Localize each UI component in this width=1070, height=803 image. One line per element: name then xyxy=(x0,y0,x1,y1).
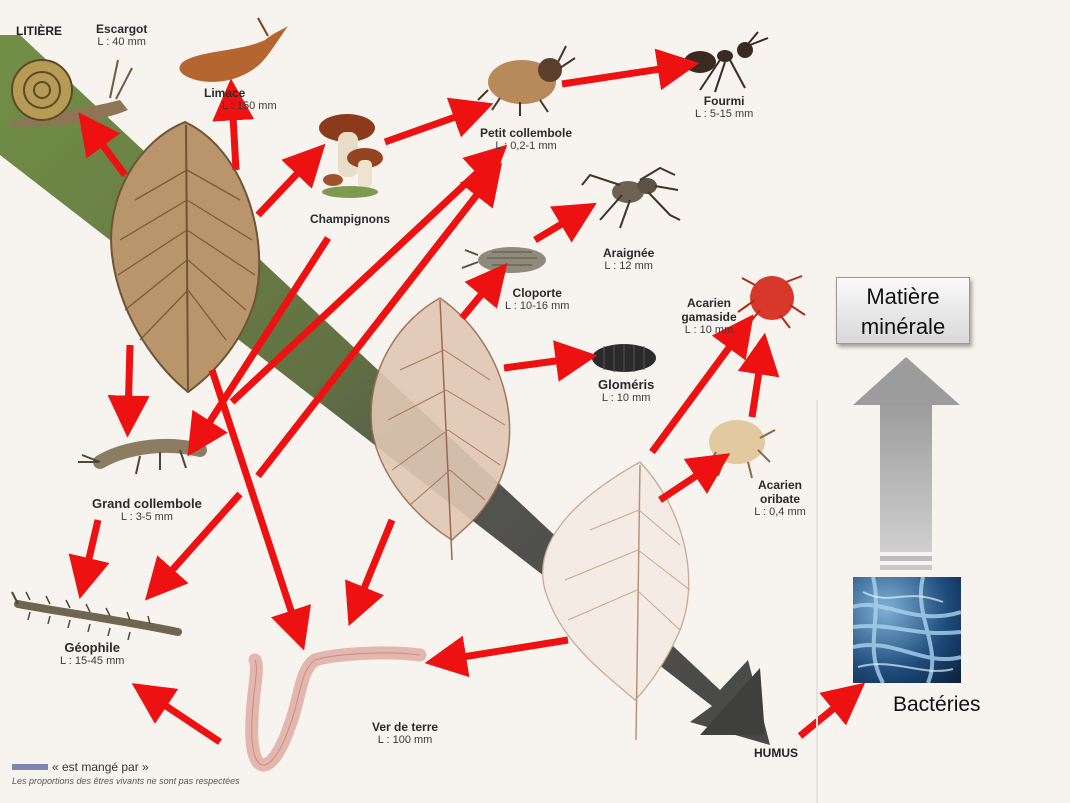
label-ver-de-terre: Ver de terre L : 100 mm xyxy=(372,720,438,746)
earthworm-drawing xyxy=(245,646,427,772)
woodlouse-drawing xyxy=(461,247,546,273)
arrow-woodlouse-to-spider xyxy=(533,202,597,244)
limace-size: L : 150 mm xyxy=(222,100,277,112)
arrow-leaf-to-snail xyxy=(78,112,128,178)
ver-de-terre-size: L : 100 mm xyxy=(377,734,433,746)
label-geophile: Géophile L : 15-45 mm xyxy=(60,640,124,667)
araignee-name: Araignée xyxy=(603,246,655,260)
arrow-bigcollembole-to-geophile xyxy=(68,519,110,600)
arrow-lace-to-oribate xyxy=(658,453,731,503)
snail-drawing xyxy=(10,59,133,127)
bacteria-micrograph xyxy=(853,577,961,683)
glomeris-size: L : 10 mm xyxy=(601,392,651,404)
spider-drawing xyxy=(581,166,681,229)
litter-label: LITIÈRE xyxy=(16,24,63,38)
limace-name: Limace xyxy=(204,86,246,100)
arrow-worm-to-geophile xyxy=(131,683,222,745)
legend-row: « est mangé par » xyxy=(12,760,240,774)
arrow-leaf2-to-woodlouse xyxy=(459,262,508,321)
matiere-minerale-box: Matière minérale xyxy=(836,277,970,344)
label-limace: Limace L : 150 mm xyxy=(204,86,277,112)
champignons-name: Champignons xyxy=(310,212,390,226)
geophile-name: Géophile xyxy=(64,640,121,655)
oribatid-mite-drawing xyxy=(704,420,776,479)
arrow-mushroom-to-bigcollembole xyxy=(187,236,331,457)
slug-drawing xyxy=(179,17,288,82)
ver-de-terre-name: Ver de terre xyxy=(372,720,439,734)
page-divider xyxy=(816,400,818,803)
arrow-lace-to-worm xyxy=(424,635,569,678)
arrow-leaf-to-mushroom xyxy=(255,143,326,218)
cloporte-size: L : 10-16 mm xyxy=(505,300,570,312)
leaf-skeleton xyxy=(542,461,691,741)
arrow-leaf-to-bigcollembole xyxy=(107,344,150,438)
petit-collembole-size: L : 0,2-1 mm xyxy=(495,140,557,152)
legend-note: Les proportions des êtres vivants ne son… xyxy=(12,776,240,786)
arrow-humus-to-bacteria xyxy=(797,682,866,739)
arrow-oribate-to-gamaside xyxy=(737,332,780,418)
label-acarien-gamaside: Acarien gamaside L : 10 mm xyxy=(674,296,744,336)
label-fourmi: Fourmi L : 5-15 mm xyxy=(695,94,753,120)
arrow-collembole-to-geophile xyxy=(144,491,243,601)
centipede-drawing xyxy=(11,591,182,641)
large-springtail-drawing xyxy=(78,438,207,475)
label-petit-collembole: Petit collembole L : 0,2-1 mm xyxy=(480,126,572,152)
label-escargot: Escargot L : 40 mm xyxy=(96,22,147,48)
legend: « est mangé par » Les proportions des êt… xyxy=(12,760,240,786)
acarien-gamaside-name: Acarien gamaside xyxy=(681,296,737,324)
arrow-geophile-from-small xyxy=(255,162,503,479)
arrow-bigcollembole-to-smallcollembole xyxy=(229,144,508,405)
acarien-gamaside-size: L : 10 mm xyxy=(684,324,734,336)
label-glomeris: Gloméris L : 10 mm xyxy=(598,377,654,404)
grand-collembole-size: L : 3-5 mm xyxy=(120,511,173,523)
arrow-lace-to-gamaside xyxy=(649,314,754,455)
beech-leaf-decayed xyxy=(370,297,511,561)
bacteria-filaments xyxy=(853,577,961,683)
acarien-oribate-name: Acarien oribate xyxy=(757,478,803,506)
label-cloporte: Cloporte L : 10-16 mm xyxy=(505,286,569,312)
glomeris-drawing xyxy=(592,344,656,372)
glomeris-name: Gloméris xyxy=(598,377,655,392)
escargot-name: Escargot xyxy=(96,22,148,36)
label-grand-collembole: Grand collembole L : 3-5 mm xyxy=(92,496,202,523)
label-champignons: Champignons xyxy=(310,212,390,226)
araignee-size: L : 12 mm xyxy=(604,260,653,272)
arrow-mushroom-to-springtail xyxy=(383,97,494,146)
legend-arrow-icon xyxy=(12,764,48,770)
fourmi-size: L : 5-15 mm xyxy=(695,108,754,120)
geophile-size: L : 15-45 mm xyxy=(60,655,125,667)
beech-leaf-whole xyxy=(110,120,261,394)
arrow-leaf2-to-worm xyxy=(345,518,396,627)
arrow-leaf-to-slug xyxy=(212,78,255,171)
grand-collembole-name: Grand collembole xyxy=(92,496,202,511)
label-acarien-oribate: Acarien oribate L : 0,4 mm xyxy=(748,478,812,518)
arrow-leaf-to-worm xyxy=(208,368,311,651)
petit-collembole-name: Petit collembole xyxy=(480,126,573,140)
acarien-oribate-size: L : 0,4 mm xyxy=(754,506,806,518)
mushroom-drawing xyxy=(319,114,383,198)
food-chain-arrows xyxy=(68,48,866,745)
humus-arrow-head xyxy=(700,668,765,735)
ant-drawing xyxy=(684,31,769,93)
label-araignee: Araignée L : 12 mm xyxy=(603,246,654,272)
mineral-arrow xyxy=(853,357,960,570)
gamasid-mite-drawing xyxy=(737,275,806,329)
fourmi-name: Fourmi xyxy=(703,94,745,108)
humus-label: HUMUS xyxy=(754,746,798,760)
cloporte-name: Cloporte xyxy=(512,286,562,300)
arrow-leaf2-to-glomeris xyxy=(503,340,598,382)
arrow-springtail-to-ant xyxy=(561,48,700,91)
small-springtail-drawing xyxy=(477,45,576,116)
escargot-size: L : 40 mm xyxy=(97,36,146,48)
legend-arrow-text: « est mangé par » xyxy=(52,760,149,774)
bacteries-label: Bactéries xyxy=(893,693,981,716)
